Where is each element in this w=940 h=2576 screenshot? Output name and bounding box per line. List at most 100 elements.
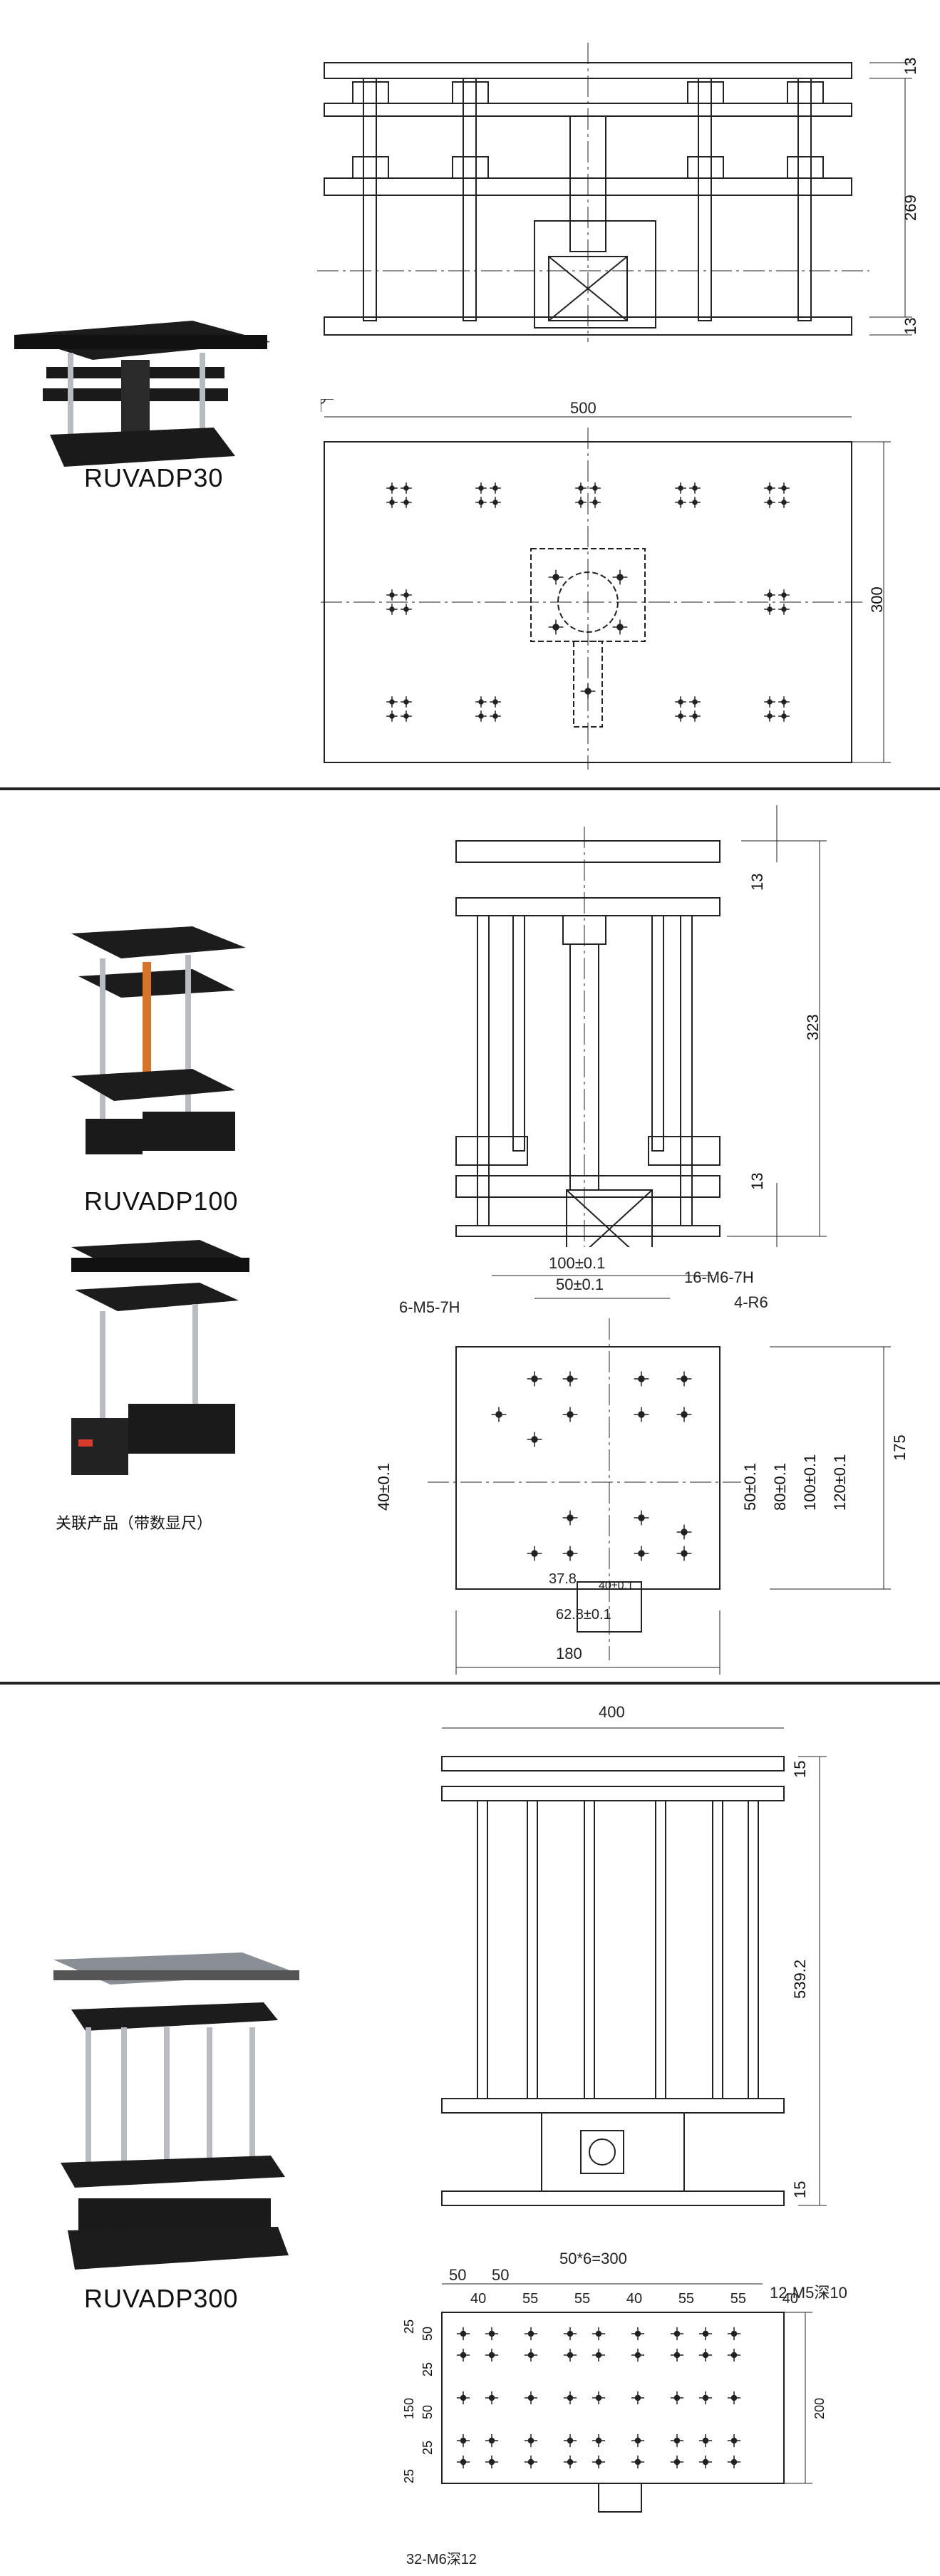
svg-text:300: 300 (868, 586, 886, 613)
hole-mark (475, 482, 487, 494)
hole-mark (592, 2348, 606, 2362)
dim-width: 400 (599, 1703, 625, 1721)
hole-mark (778, 589, 790, 601)
side-view-drawing (455, 805, 827, 1247)
hole-mark (589, 482, 601, 494)
related-product-photo (71, 1240, 249, 1475)
hole-mark (670, 2433, 684, 2448)
hole-mark (670, 2348, 684, 2362)
hole-mark (676, 1407, 692, 1422)
hole-mark (401, 497, 412, 508)
plan-view-drawing (321, 399, 891, 770)
hole-mark (575, 482, 587, 494)
hole-mark (670, 2455, 684, 2469)
hole-mark (592, 2391, 606, 2405)
dim-bottom: 13 (902, 318, 919, 335)
hole-mark (764, 696, 775, 708)
hole-mark (548, 569, 564, 585)
model-name: RUVADP30 (84, 463, 224, 492)
dim-r3: 100±0.1 (801, 1454, 819, 1511)
hole-mark (764, 589, 775, 601)
hole-mark (689, 497, 701, 508)
svg-text:25: 25 (420, 2441, 435, 2455)
side-view-drawing (317, 43, 912, 342)
hole-mark (524, 2433, 538, 2448)
hole-mark (401, 696, 412, 708)
svg-text:200: 200 (812, 2398, 827, 2419)
hole-mark (485, 2391, 499, 2405)
hole-mark (562, 1371, 578, 1387)
hole-mark (778, 696, 790, 708)
hole-mark (527, 1432, 542, 1447)
hole-mark (485, 2433, 499, 2448)
hole-mark (778, 710, 790, 722)
dim-bx2: 40±0.1 (599, 1580, 634, 1592)
svg-text:25: 25 (402, 2469, 416, 2483)
hole-mark (689, 696, 701, 708)
hole-mark (580, 683, 596, 699)
hole-mark (727, 2455, 741, 2469)
hole-mark (563, 2348, 577, 2362)
svg-text:50: 50 (420, 2405, 435, 2419)
hole-mark (778, 497, 790, 508)
hole-mark (475, 497, 487, 508)
hole-mark (524, 2391, 538, 2405)
hole-mark (401, 589, 412, 601)
dim-top: 13 (902, 58, 919, 75)
side-dims: 13 323 13 (748, 874, 820, 1190)
hole-mark (563, 2433, 577, 2448)
hole-mark (634, 1510, 649, 1526)
hole-mark (764, 604, 775, 615)
hole-mark (527, 1546, 542, 1561)
hole-mark (524, 2455, 538, 2469)
hole-mark (386, 589, 398, 601)
hole-mark (485, 2455, 499, 2469)
svg-text:25: 25 (420, 2362, 435, 2376)
hole-mark (676, 1546, 692, 1561)
hole-mark (401, 710, 412, 722)
hole-mark (386, 710, 398, 722)
product-photo-ruvadp100 (71, 926, 246, 1154)
hole-mark (698, 2455, 713, 2469)
hole-mark (475, 696, 487, 708)
hole-mark (401, 604, 412, 615)
hole-mark (698, 2391, 713, 2405)
product-photo-ruvadp300 (53, 1952, 299, 2270)
hole-mark (675, 482, 686, 494)
hole-mark (527, 1371, 542, 1387)
dim-r4: 120±0.1 (831, 1454, 849, 1511)
hole-mark (631, 2455, 645, 2469)
hole-mark (612, 569, 628, 585)
dim-width: 500 (570, 399, 596, 417)
hole-mark (485, 2327, 499, 2341)
hole-mark (675, 696, 686, 708)
hole-mark (475, 710, 487, 722)
side-dims: 15 539.2 15 (791, 1761, 809, 2198)
plan-left-dims: 25 50 25 150 50 25 25 (402, 2319, 435, 2483)
dim-thread-a: 16-M6-7H (684, 1268, 754, 1286)
dim-bottom: 15 (791, 2181, 809, 2198)
hole-mark (485, 2348, 499, 2362)
related-product-note: 关联产品（带数显尺） (56, 1515, 213, 1533)
plan-view-drawing (441, 2283, 812, 2513)
side-view-drawing (441, 1727, 827, 2206)
hole-mark (490, 710, 501, 722)
hole-mark (676, 1524, 692, 1540)
hole-mark (490, 497, 501, 508)
hole-mark (631, 2327, 645, 2341)
hole-mark (562, 1407, 578, 1422)
hole-mark (631, 2391, 645, 2405)
hole-mark (612, 619, 628, 635)
hole-mark (592, 2455, 606, 2469)
dim-hole-b: 50±0.1 (556, 1276, 604, 1293)
product-section-ruvadp30: RUVADP30 13 269 13 (0, 0, 940, 784)
hole-mark (670, 2327, 684, 2341)
hole-mark (456, 2455, 470, 2469)
dim-r2: 80±0.1 (771, 1463, 789, 1511)
hole-mark (727, 2327, 741, 2341)
hole-mark (764, 710, 775, 722)
svg-text:50: 50 (420, 2327, 435, 2341)
hole-mark (689, 482, 701, 494)
dim-left-y: 40±0.1 (375, 1463, 393, 1511)
